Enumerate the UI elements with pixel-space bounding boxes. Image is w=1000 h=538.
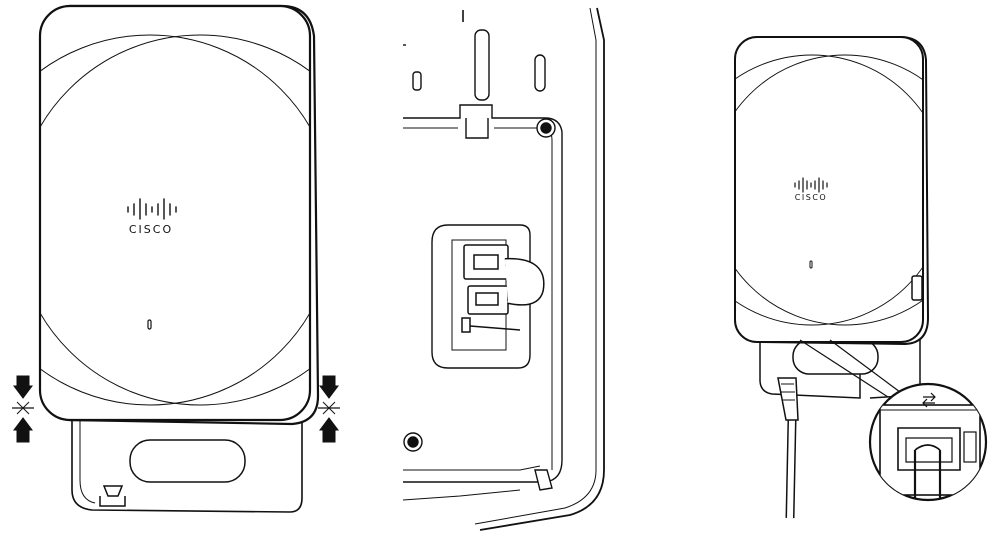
cisco-logo xyxy=(127,198,177,220)
panel-left-access-point: CISCO xyxy=(12,4,340,513)
ethernet-cable xyxy=(777,377,799,519)
status-led xyxy=(809,260,813,269)
cisco-wordmark: CISCO xyxy=(795,193,827,202)
status-led xyxy=(147,319,152,330)
ethernet-jack xyxy=(461,244,545,333)
mount-slot xyxy=(534,54,546,92)
panel-right-ethernet: CISCO xyxy=(734,36,988,519)
screw-bottom xyxy=(403,432,423,452)
bottom-clip xyxy=(534,469,553,491)
squeeze-arrows-icon xyxy=(318,375,340,443)
screw-top xyxy=(536,118,556,138)
front-arc-a xyxy=(40,34,310,406)
zoom-detail xyxy=(868,382,988,502)
bracket-slot xyxy=(792,339,879,375)
squeeze-arrows-icon xyxy=(12,375,34,443)
mount-slot xyxy=(474,29,490,101)
housing-edge xyxy=(479,7,605,531)
side-latch xyxy=(911,275,923,301)
front-arc-b xyxy=(40,34,310,406)
ethernet-port-icon xyxy=(922,392,936,408)
panel-middle-wall-plate xyxy=(402,7,605,531)
bracket-slot xyxy=(129,439,246,483)
cisco-logo xyxy=(794,177,828,193)
ap-front-face xyxy=(38,4,312,422)
cisco-wordmark: CISCO xyxy=(129,223,173,236)
ap-front-face xyxy=(734,36,924,343)
